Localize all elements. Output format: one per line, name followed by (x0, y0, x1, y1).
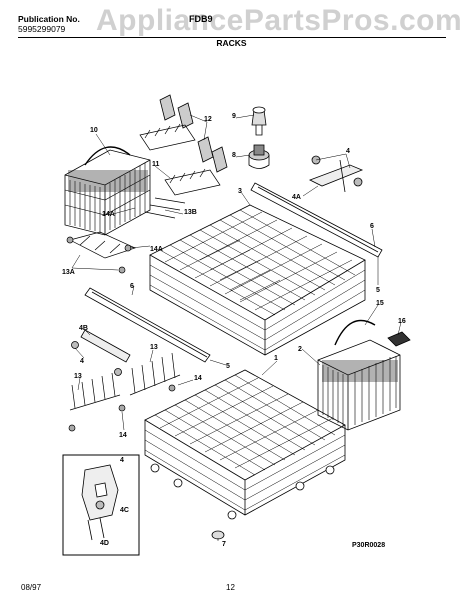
fold-down-tines-13-14-left (68, 372, 126, 432)
callout-14-left: 14 (119, 432, 127, 439)
callout-5-right: 5 (376, 287, 380, 294)
header-divider (18, 37, 446, 38)
rack-wheel-7 (211, 530, 225, 540)
callout-12: 12 (204, 116, 212, 123)
callout-7: 7 (222, 541, 226, 548)
callout-labels: 10 12 11 9 8 4 4A 3 6 5 6 14A 13B 14A 13… (62, 113, 406, 549)
spray-arm-parts-9-8 (248, 106, 270, 169)
callout-5-left: 5 (226, 363, 230, 370)
model-number: FDB9 (189, 14, 213, 24)
publication-label: Publication No. (18, 14, 80, 24)
upper-rack-3 (149, 204, 366, 356)
callout-10: 10 (90, 127, 98, 134)
basket-lid-16 (387, 331, 411, 347)
callout-13-left: 13 (74, 373, 82, 380)
callout-14A-lower: 14A (150, 246, 163, 253)
callout-11: 11 (152, 161, 160, 168)
callout-4B: 4B (79, 325, 88, 332)
callout-6-right: 6 (370, 223, 374, 230)
callout-14-right: 14 (194, 375, 202, 382)
callout-15: 15 (376, 300, 384, 307)
callout-2: 2 (298, 346, 302, 353)
callout-4D: 4D (100, 540, 109, 547)
publication-info: Publication No. 5995299079 (18, 14, 80, 34)
lower-rack-1 (144, 369, 346, 520)
section-title: RACKS (216, 38, 247, 48)
callout-14A-upper: 14A (102, 211, 115, 218)
page-number: 12 (226, 583, 235, 592)
inset-detail-box (62, 454, 140, 556)
callout-4C: 4C (120, 507, 129, 514)
bracket-4b (71, 329, 131, 376)
publication-date: 08/97 (21, 583, 42, 592)
publication-number: 5995299079 (18, 24, 66, 34)
rack-rail-6-upper (250, 182, 383, 258)
callout-6-left: 6 (130, 283, 134, 290)
callout-4-left: 4 (80, 358, 84, 365)
clips-13a-13b (66, 197, 186, 274)
callout-3: 3 (238, 188, 242, 195)
callout-4-inset: 4 (120, 457, 124, 464)
rack-rail-6-lower (84, 287, 211, 363)
silverware-basket-10 (64, 146, 151, 236)
watermark: AppliancePartsPros.com (96, 4, 463, 37)
callout-13B: 13B (184, 209, 197, 216)
callout-8: 8 (232, 152, 236, 159)
callout-4-top: 4 (346, 148, 350, 155)
callout-leaders (71, 114, 402, 541)
callout-13A: 13A (62, 269, 75, 276)
callout-9: 9 (232, 113, 236, 120)
fold-down-tines-13-14-right (129, 352, 181, 396)
cup-shelf-11 (139, 123, 221, 196)
drawing-id: P30R0028 (352, 542, 385, 549)
rack-clips-12 (159, 94, 228, 173)
callout-4A: 4A (292, 194, 301, 201)
callout-1: 1 (274, 355, 278, 362)
callout-16: 16 (398, 318, 406, 325)
bracket-4a (309, 155, 364, 193)
callout-13-right: 13 (150, 344, 158, 351)
small-basket-15 (317, 319, 401, 431)
